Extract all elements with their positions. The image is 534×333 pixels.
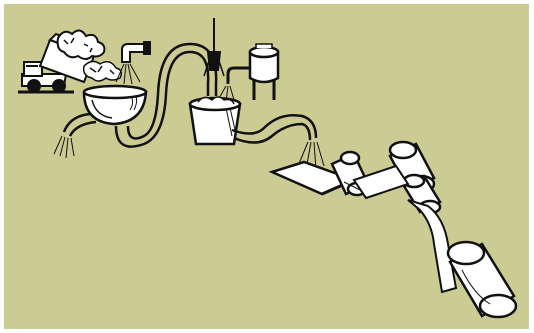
papermaking-diagram	[4, 4, 529, 329]
illustration-panel	[4, 4, 529, 329]
beater-tank-icon	[190, 97, 240, 144]
